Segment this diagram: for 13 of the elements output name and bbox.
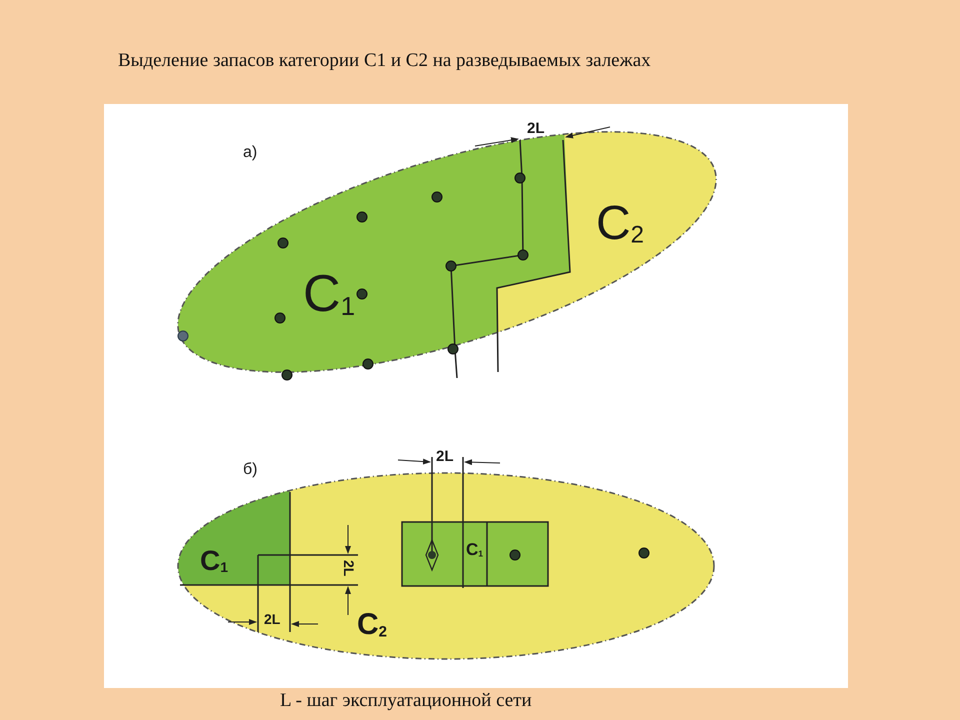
figure-letter: б) <box>243 462 258 478</box>
dimension-label: 2L <box>436 449 454 464</box>
dimension-label: 2L <box>342 560 356 576</box>
title: Выделение запасов категории C1 и C2 на разведываемых залежах <box>118 50 651 72</box>
dimension-label: 2L <box>527 121 545 136</box>
category-label: C$_{1}$ <box>200 547 228 575</box>
category-label: C$_{2}$ <box>357 610 388 640</box>
category-label: C$_{1}$ <box>303 268 356 320</box>
category-label: C$_{2}$ <box>596 200 644 248</box>
figure-letter: а) <box>243 145 258 161</box>
caption: L - шаг эксплуатационной сети <box>280 690 532 712</box>
category-label: C$_{1}$ <box>466 541 484 558</box>
dimension-label: 2L <box>264 612 280 626</box>
